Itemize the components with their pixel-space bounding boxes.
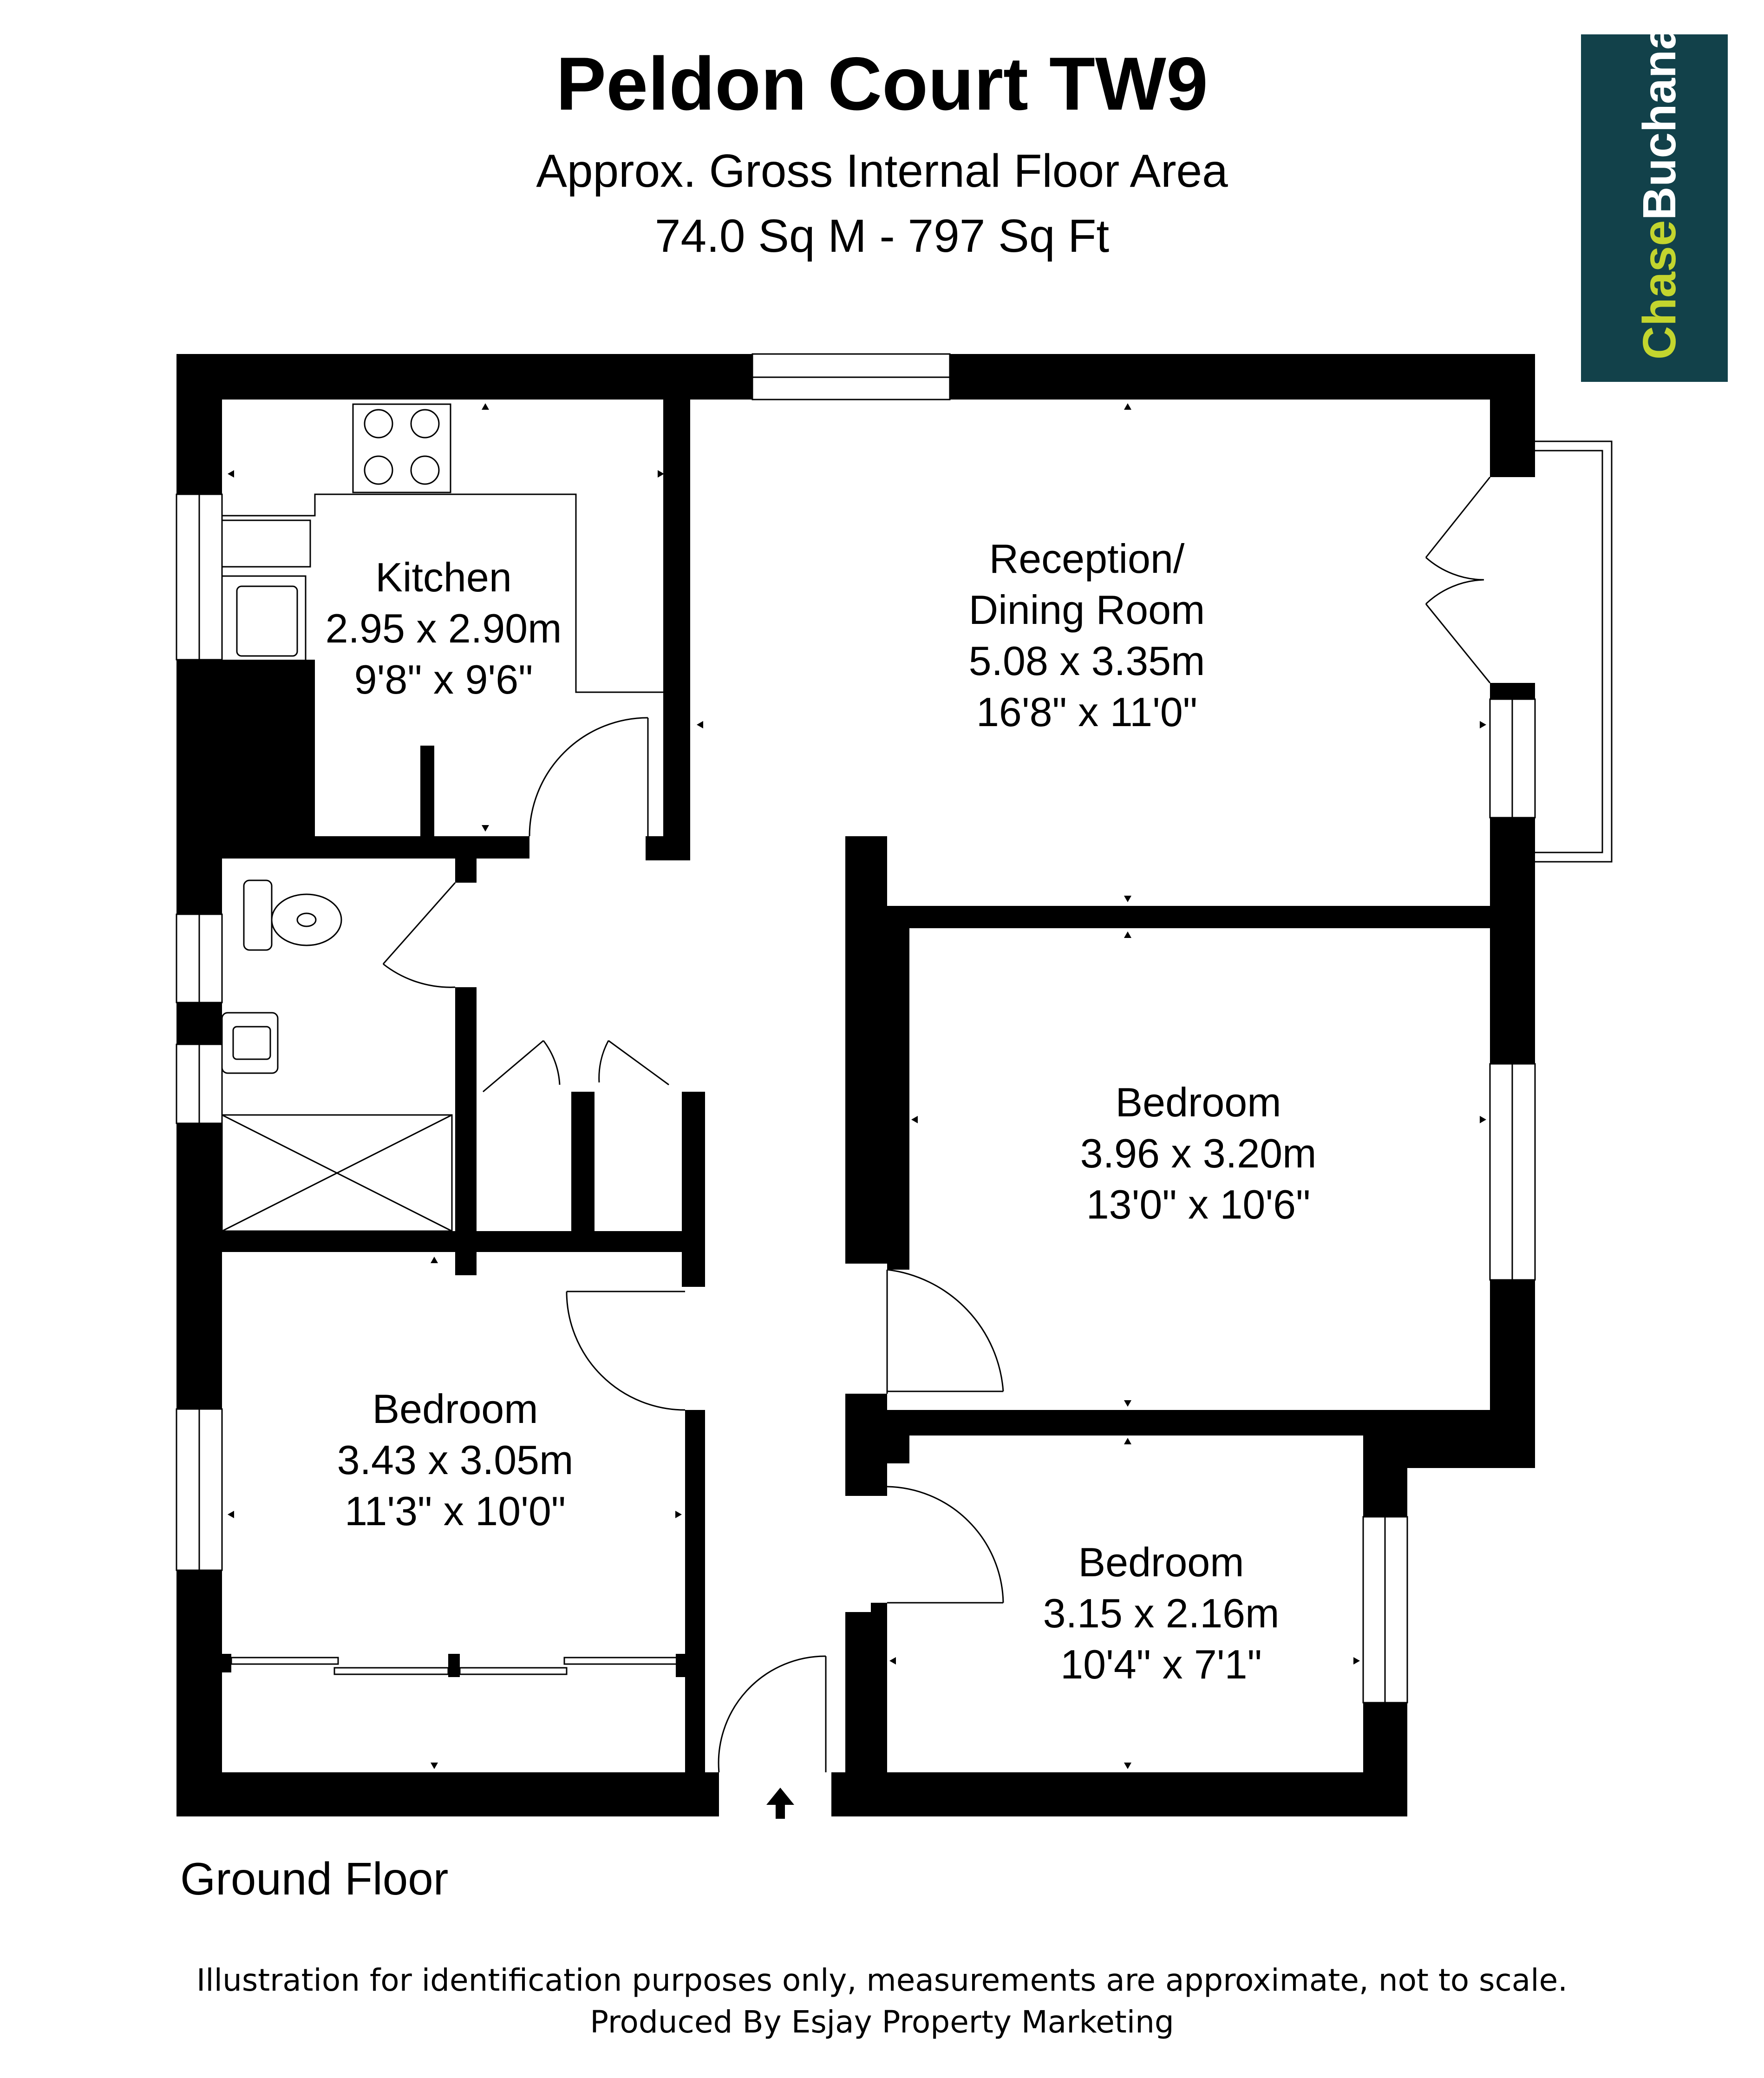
area-label: Approx. Gross Internal Floor Area (536, 145, 1228, 197)
bedroom1-imperial: 13'0" x 10'6" (1086, 1181, 1311, 1227)
reception-imperial: 16'8" x 11'0" (976, 689, 1198, 735)
reception-label: Reception/ Dining Room 5.08 x 3.35m 16'8… (924, 533, 1249, 738)
kitchen-label: Kitchen 2.95 x 2.90m 9'8" x 9'6" (288, 552, 599, 705)
fixtures (221, 403, 663, 1232)
producer-credit: Produced By Esjay Property Marketing (590, 2004, 1174, 2040)
bedroom1-label: Bedroom 3.96 x 3.20m 13'0" x 10'6" (1036, 1077, 1361, 1230)
windows (176, 353, 1613, 1704)
bedroom3-metric: 3.15 x 2.16m (1043, 1590, 1280, 1636)
reception-name-line1: Reception/ (989, 536, 1185, 582)
kitchen-metric: 2.95 x 2.90m (325, 605, 562, 651)
bedroom2-metric: 3.43 x 3.05m (337, 1437, 574, 1483)
walls (176, 354, 1535, 1816)
area-value: 74.0 Sq M - 797 Sq Ft (654, 210, 1110, 262)
kitchen-imperial: 9'8" x 9'6" (354, 656, 533, 702)
logo-text-buchanan: Buchanan (1633, 34, 1686, 220)
bedroom2-name: Bedroom (372, 1386, 538, 1432)
bedroom1-name: Bedroom (1115, 1079, 1281, 1125)
chase-buchanan-logo: ChaseBuchanan (1581, 34, 1728, 382)
bedroom3-label: Bedroom 3.15 x 2.16m 10'4" x 7'1" (999, 1537, 1324, 1690)
svg-text:ChaseBuchanan: ChaseBuchanan (1633, 34, 1686, 360)
bedroom3-name: Bedroom (1078, 1539, 1244, 1585)
bedroom2-imperial: 11'3" x 10'0" (344, 1488, 566, 1534)
bedroom3-imperial: 10'4" x 7'1" (1060, 1641, 1262, 1687)
reception-metric: 5.08 x 3.35m (968, 638, 1205, 684)
doors (230, 477, 1491, 1773)
bedroom1-metric: 3.96 x 3.20m (1080, 1130, 1317, 1176)
page-title: Peldon Court TW9 (556, 42, 1208, 126)
reception-name-line2: Dining Room (968, 587, 1205, 633)
floor-label: Ground Floor (180, 1853, 449, 1904)
disclaimer: Illustration for identification purposes… (196, 1962, 1568, 1998)
bedroom2-label: Bedroom 3.43 x 3.05m 11'3" x 10'0" (293, 1383, 618, 1537)
logo-text-chase: Chase (1633, 220, 1686, 360)
kitchen-name: Kitchen (375, 554, 512, 600)
dimension-markers (228, 403, 1486, 1819)
